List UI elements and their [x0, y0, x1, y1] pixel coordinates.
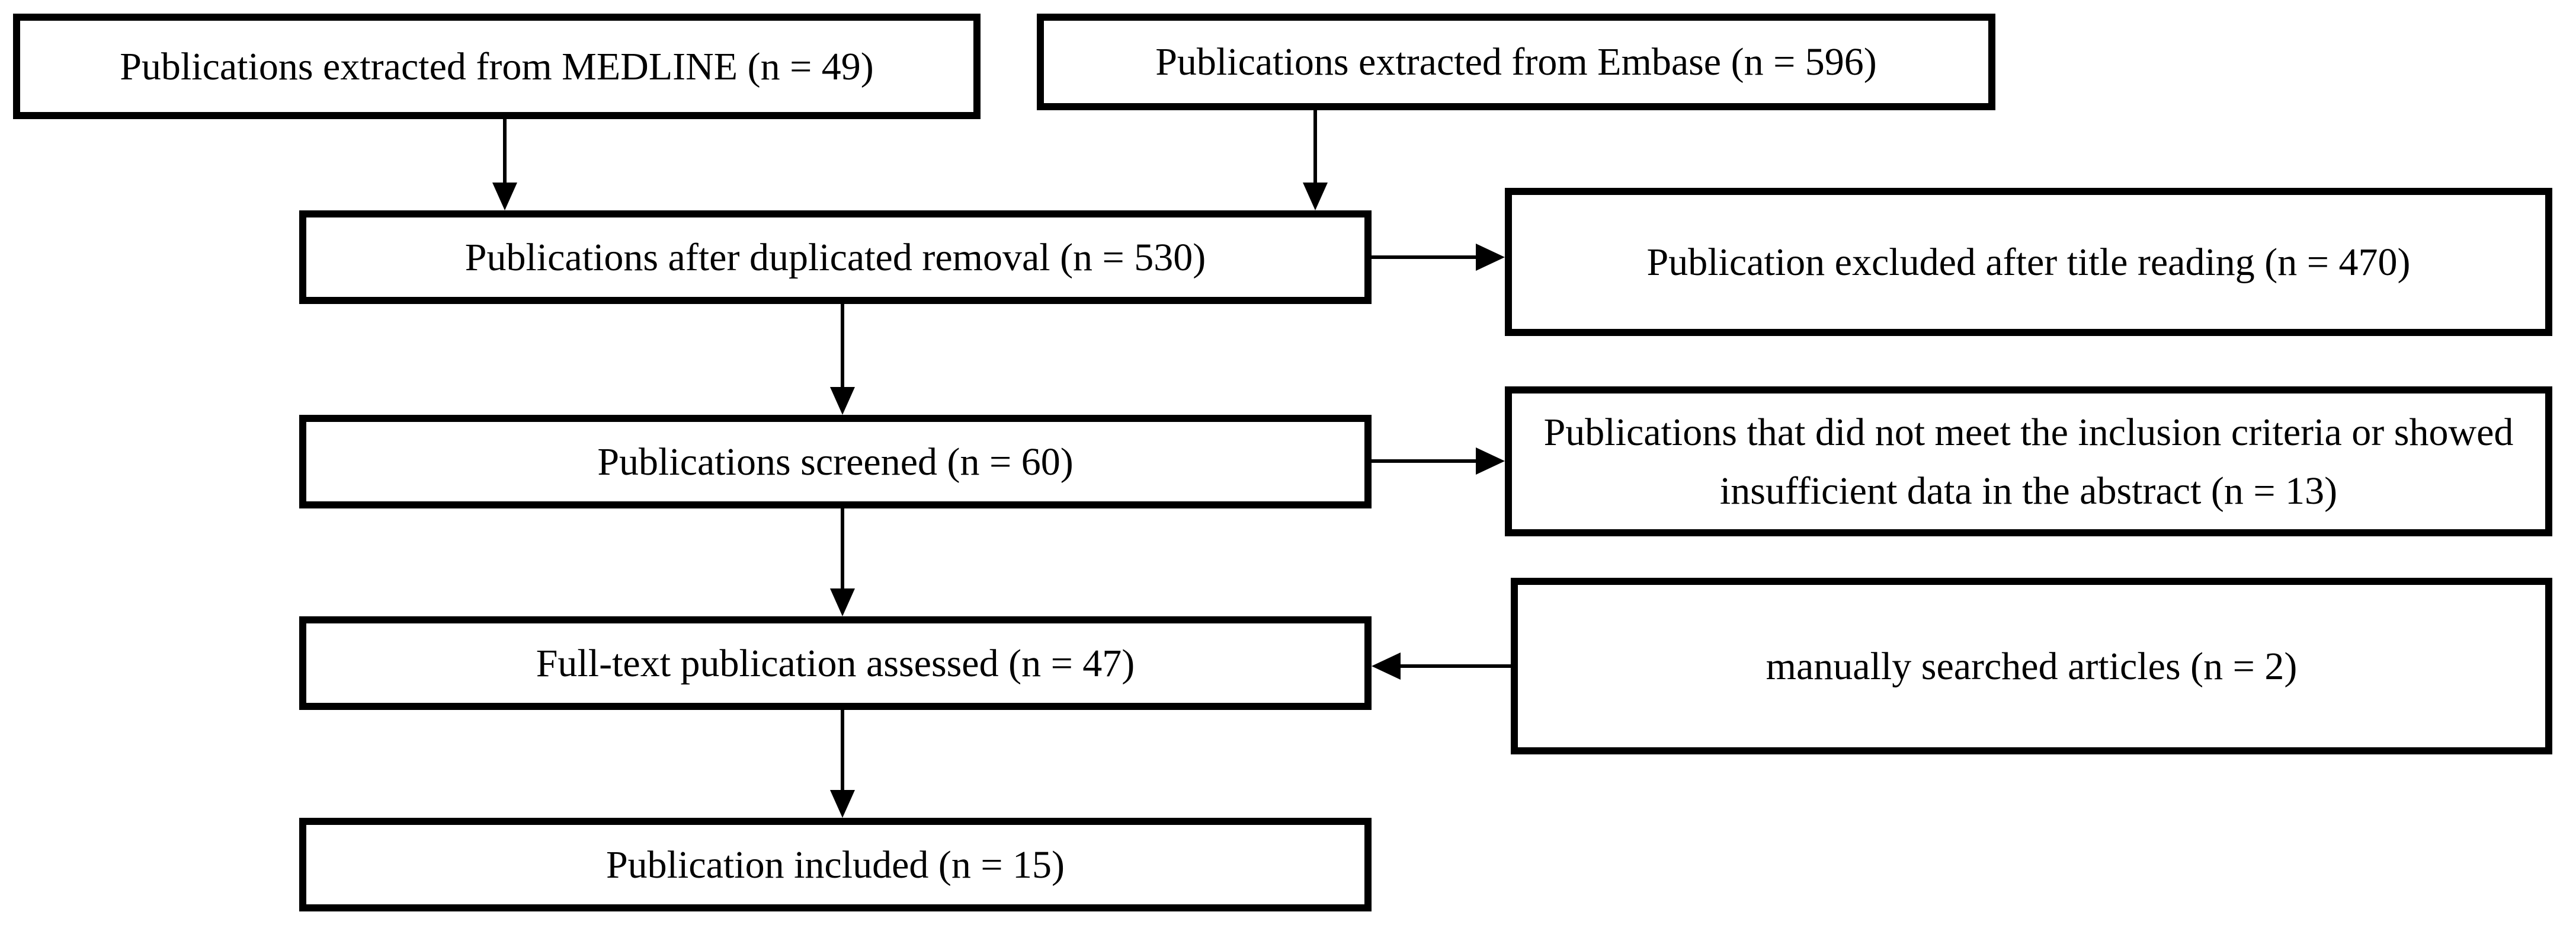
flow-box-manually-searched: manually searched articles (n = 2)	[1511, 578, 2552, 754]
arrow-screened-to-fulltext-line	[841, 508, 844, 590]
arrow-dedup-to-excluded-title-head	[1476, 244, 1505, 271]
arrow-dedup-to-screened-head	[830, 387, 855, 415]
flow-box-fulltext-assessed: Full-text publication assessed (n = 47)	[299, 616, 1372, 710]
flow-box-duplicate-removal-label: Publications after duplicated removal (n…	[464, 235, 1206, 279]
arrow-fulltext-to-included-line	[841, 710, 844, 792]
flow-box-included: Publication included (n = 15)	[299, 818, 1372, 911]
flow-box-screened-label: Publications screened (n = 60)	[597, 440, 1074, 484]
arrow-embase-to-dedup-line	[1313, 110, 1317, 184]
arrow-manual-to-fulltext-head	[1372, 652, 1401, 680]
flow-box-included-label: Publication included (n = 15)	[605, 843, 1065, 887]
flow-box-excluded-title-reading: Publication excluded after title reading…	[1505, 188, 2552, 336]
arrow-fulltext-to-included-head	[830, 790, 855, 818]
flow-box-embase-label: Publications extracted from Embase (n = …	[1155, 40, 1877, 84]
arrow-dedup-to-excluded-title-line	[1372, 255, 1478, 259]
flow-box-manually-searched-label: manually searched articles (n = 2)	[1766, 644, 2298, 688]
arrow-screened-to-fulltext-head	[830, 588, 855, 616]
flow-box-screened: Publications screened (n = 60)	[299, 415, 1372, 508]
flow-box-embase: Publications extracted from Embase (n = …	[1037, 14, 1995, 110]
flow-box-excluded-abstract: Publications that did not meet the inclu…	[1505, 386, 2552, 536]
arrow-screened-to-excluded-abstract-line	[1372, 459, 1478, 463]
arrow-medline-to-dedup-head	[492, 183, 517, 210]
flow-box-medline-label: Publications extracted from MEDLINE (n =…	[120, 44, 874, 88]
flow-box-duplicate-removal: Publications after duplicated removal (n…	[299, 210, 1372, 304]
flow-box-excluded-abstract-label: Publications that did not meet the inclu…	[1543, 410, 2514, 513]
arrow-medline-to-dedup-line	[503, 119, 507, 184]
flow-box-medline: Publications extracted from MEDLINE (n =…	[13, 14, 981, 119]
flow-box-excluded-title-reading-label: Publication excluded after title reading…	[1646, 240, 2411, 284]
flow-box-fulltext-assessed-label: Full-text publication assessed (n = 47)	[536, 641, 1135, 685]
arrow-dedup-to-screened-line	[841, 304, 844, 389]
arrow-screened-to-excluded-abstract-head	[1476, 447, 1505, 475]
arrow-embase-to-dedup-head	[1303, 183, 1328, 210]
arrow-manual-to-fulltext-line	[1398, 664, 1511, 668]
